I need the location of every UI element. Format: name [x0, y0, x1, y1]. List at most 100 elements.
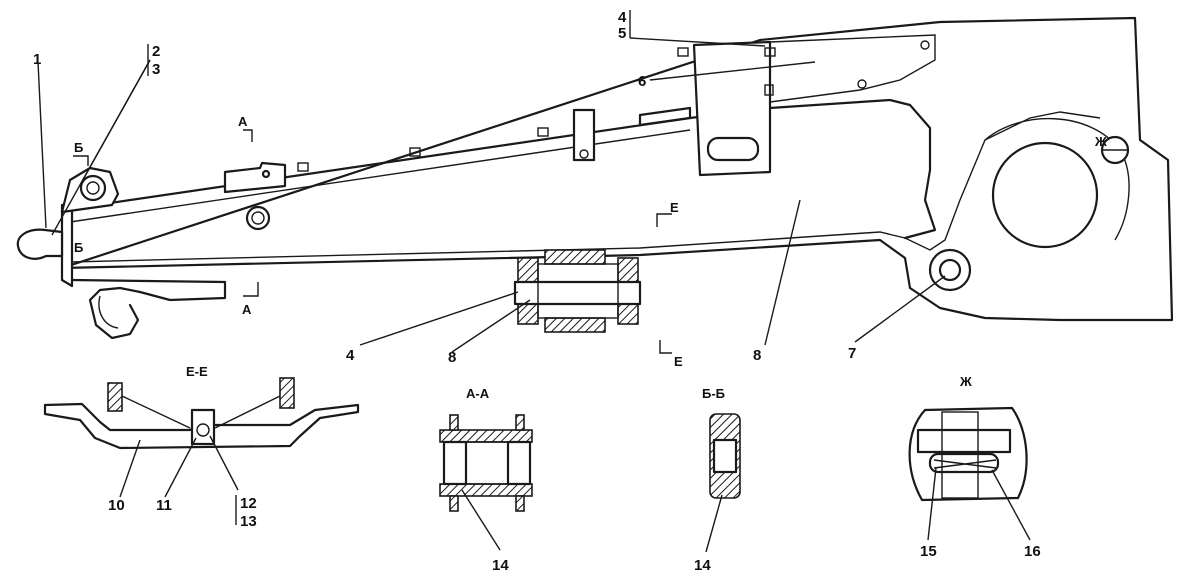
plate-nut-3 — [764, 84, 774, 96]
plate-nut-1 — [677, 47, 689, 57]
callout-12: 12 — [240, 495, 257, 512]
aa-tab-tl — [449, 414, 459, 431]
leader-6 — [649, 61, 816, 81]
nut-1 — [297, 162, 309, 172]
aa-tab-tr — [515, 414, 525, 431]
aa-bottom-flange — [439, 483, 533, 497]
ee-right-block — [279, 377, 295, 409]
callout-4-bottom: 4 — [346, 347, 355, 364]
section-mark-labels: А А Б Б Е Е Ж — [74, 114, 1107, 369]
leader-11 — [164, 437, 197, 498]
zh-clip — [928, 452, 1000, 474]
rear-bolt-2 — [857, 79, 867, 89]
callout-14-bb: 14 — [694, 557, 711, 574]
leaders-main — [37, 10, 946, 354]
section-mark-zh: Ж — [1094, 134, 1107, 149]
view-title-bb: Б-Б — [702, 386, 725, 401]
boom-left-end — [60, 203, 74, 288]
callout-1: 1 — [33, 51, 41, 68]
view-title-ee: Е-Е — [186, 364, 208, 379]
callout-5-top: 5 — [618, 25, 626, 42]
mount-plate — [692, 40, 772, 177]
pivot-top-hatch — [544, 249, 606, 265]
callout-16: 16 — [1024, 543, 1041, 560]
sec-b-left-mark — [73, 155, 89, 166]
callout-15: 15 — [920, 543, 937, 560]
callout-7: 7 — [848, 345, 856, 362]
callout-8-right: 8 — [753, 347, 761, 364]
callout-4-top: 4 — [618, 9, 627, 26]
view-title-zh: Ж — [959, 374, 972, 389]
leader-8 — [764, 199, 801, 346]
ee-right-strut — [214, 395, 281, 429]
pivot-bottom-hatch — [544, 317, 606, 333]
leader-12 — [209, 435, 239, 491]
pivot-sleeve — [537, 263, 619, 319]
nut-3 — [537, 127, 549, 137]
callout-13: 13 — [240, 513, 257, 530]
leader-7 — [854, 275, 946, 343]
sec-e-top-mark — [656, 213, 672, 227]
section-mark-a-top: А — [238, 114, 248, 129]
boom-beam-upper-flange — [688, 98, 937, 240]
section-mark-e-bottom: Е — [674, 354, 683, 369]
callout-3: 3 — [152, 61, 160, 78]
zh-bar — [916, 428, 1012, 454]
leader-10 — [119, 439, 141, 498]
hook-inner — [98, 295, 119, 329]
rear-bolt-1 — [920, 40, 930, 50]
section-mark-b-left: Б — [74, 140, 83, 155]
leader-45 — [629, 37, 766, 47]
sec-e-bottom-mark — [659, 340, 672, 354]
callout-6: 6 — [638, 73, 646, 90]
boom-inner-outline — [69, 111, 1101, 263]
sec-a-bottom-mark — [243, 282, 259, 297]
leader-9 — [451, 299, 531, 353]
boom-assembly — [16, 16, 1174, 340]
aa-tab-br — [515, 495, 525, 512]
boom-rear-body — [60, 16, 1174, 322]
view-title-aa: А-А — [466, 386, 490, 401]
beam-boss — [245, 205, 271, 231]
view-titles: Е-Е А-А Б-Б Ж — [186, 364, 972, 401]
section-mark-b-inner: Б — [74, 240, 83, 255]
plate-nut-2 — [764, 47, 776, 57]
callout-14-aa: 14 — [492, 557, 509, 574]
leader-16 — [991, 469, 1031, 541]
callout-10: 10 — [108, 497, 125, 514]
mount-plate-slot — [706, 136, 760, 162]
callout-labels: 1 2 3 4 5 6 4 8 8 7 10 11 12 13 14 14 15… — [33, 9, 1041, 574]
callout-11: 11 — [156, 497, 172, 514]
left-lug-hole — [79, 174, 107, 202]
nut-2 — [409, 147, 421, 157]
section-mark-a-bottom: А — [242, 302, 252, 317]
bracket-a — [223, 161, 287, 194]
leader-4 — [359, 291, 519, 346]
boom-nose-ball — [16, 228, 64, 260]
leader-14b — [705, 494, 723, 553]
left-lug-hole-inner — [86, 181, 100, 195]
aa-tab-bl — [449, 495, 459, 512]
leader-14a — [461, 489, 501, 551]
beam-boss-inner — [251, 211, 265, 225]
detail-zh-view — [908, 406, 1031, 541]
section-mark-e-top: Е — [670, 200, 679, 215]
leader-15 — [927, 467, 937, 541]
pivot-pin — [513, 280, 642, 306]
ee-center-bolt-head — [196, 423, 210, 437]
leader-1 — [37, 61, 47, 229]
bb-insert — [712, 438, 738, 474]
section-ee-view — [43, 377, 360, 525]
aa-left-roller — [442, 440, 468, 486]
callout-8-left: 8 — [448, 349, 456, 366]
rear-window — [769, 34, 936, 103]
hook-bracket — [70, 278, 227, 340]
ee-left-strut — [121, 395, 191, 429]
section-bb-view — [705, 413, 741, 553]
main-bore — [991, 141, 1099, 249]
aa-top-flange — [439, 429, 533, 443]
callout-2: 2 — [152, 43, 160, 60]
bracket-a-bolt — [261, 169, 271, 179]
